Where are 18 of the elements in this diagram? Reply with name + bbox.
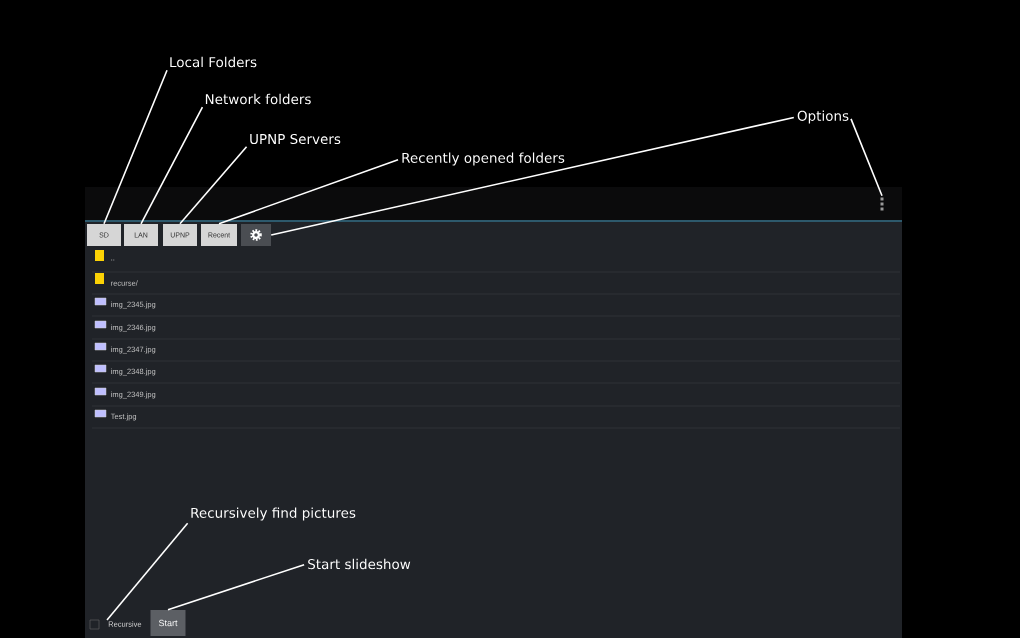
callout-text: UPNP Servers: [250, 133, 341, 145]
leader-line: [140, 106, 204, 225]
leader-line: [270, 116, 795, 236]
callout-text: Local Folders: [170, 56, 257, 68]
settings-button: [241, 224, 271, 246]
start-button: Start: [150, 610, 186, 636]
leader-line: [850, 118, 883, 197]
leader-line: [106, 522, 189, 621]
callout-text: Recently opened folders: [402, 152, 565, 166]
leader-line: [103, 69, 168, 225]
leader-line: [218, 158, 399, 225]
callout-text: Network folders: [205, 93, 311, 105]
callout-text: Start slideshow: [308, 558, 411, 570]
leader-line: [179, 146, 248, 225]
menu-icon: [880, 197, 884, 211]
callout-text: Options: [797, 110, 849, 124]
leader-line: [167, 563, 305, 611]
callout-text: Recursively find pictures: [191, 507, 356, 521]
